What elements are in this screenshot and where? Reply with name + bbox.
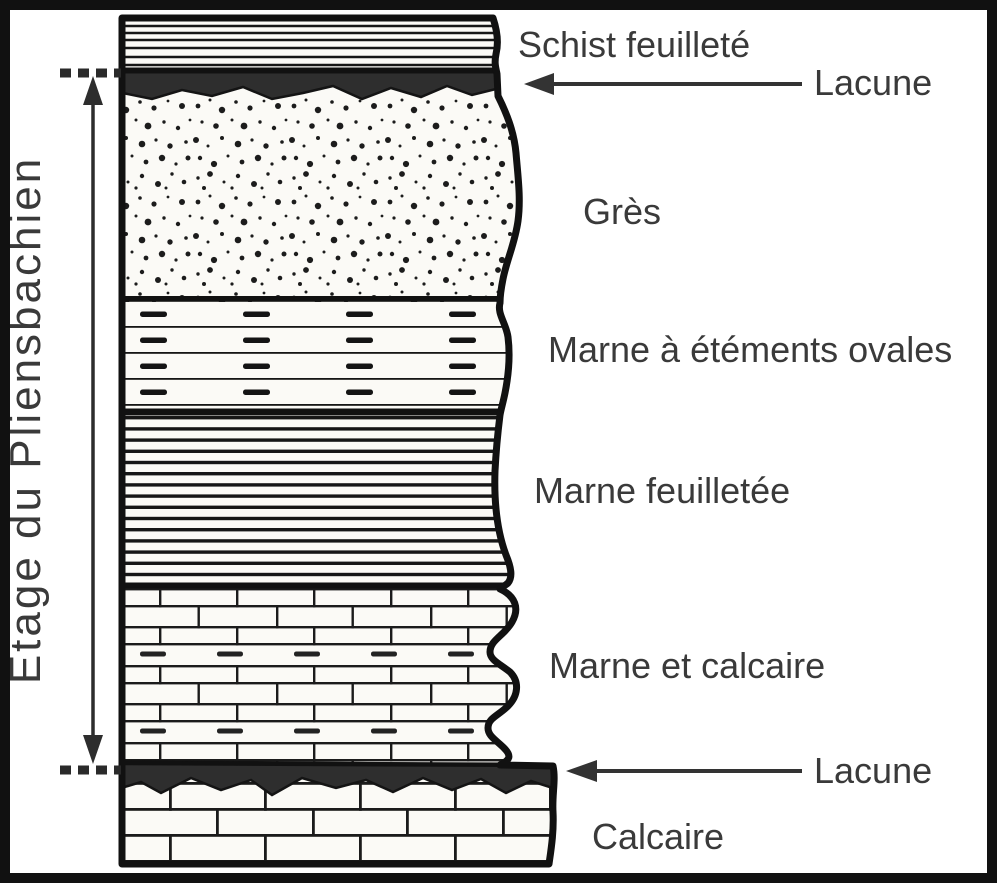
- arrowhead-down-icon: [83, 735, 103, 764]
- layer-separators: [122, 296, 514, 589]
- lacune-label-bottom: Lacune: [814, 750, 932, 791]
- lacune-arrow-bottom: [566, 760, 802, 782]
- stage-extent-arrow: [83, 76, 103, 764]
- layer-marne-et-calcaire: [122, 588, 530, 764]
- lacune-arrow-top: [524, 73, 802, 95]
- lacune-label-top: Lacune: [814, 62, 932, 103]
- arrowhead-up-icon: [83, 76, 103, 105]
- layer-label-marne-etements-ovales: Marne à étéments ovales: [548, 329, 952, 370]
- layer-gres: [122, 96, 530, 302]
- layer-label-schist-feuillete: Schist feuilleté: [518, 24, 750, 65]
- layer-label-calcaire: Calcaire: [592, 816, 724, 857]
- layer-label-gres: Grès: [583, 191, 661, 232]
- layer-marne-ovales: [122, 300, 518, 410]
- layer-calcaire: [122, 780, 555, 864]
- unconformity-band-top: [122, 69, 502, 101]
- arrowhead-left-icon: [524, 73, 554, 95]
- layer-label-marne-feuilletee: Marne feuilletée: [534, 470, 790, 511]
- arrowhead-left-icon: [566, 760, 597, 782]
- layer-marne-feuilletee: [122, 416, 520, 584]
- layer-label-marne-et-calcaire: Marne et calcaire: [549, 645, 825, 686]
- lacune-top-line: [122, 760, 555, 768]
- unconformity-band-bottom: [122, 759, 555, 797]
- layer-schist-feuillete: [122, 24, 502, 67]
